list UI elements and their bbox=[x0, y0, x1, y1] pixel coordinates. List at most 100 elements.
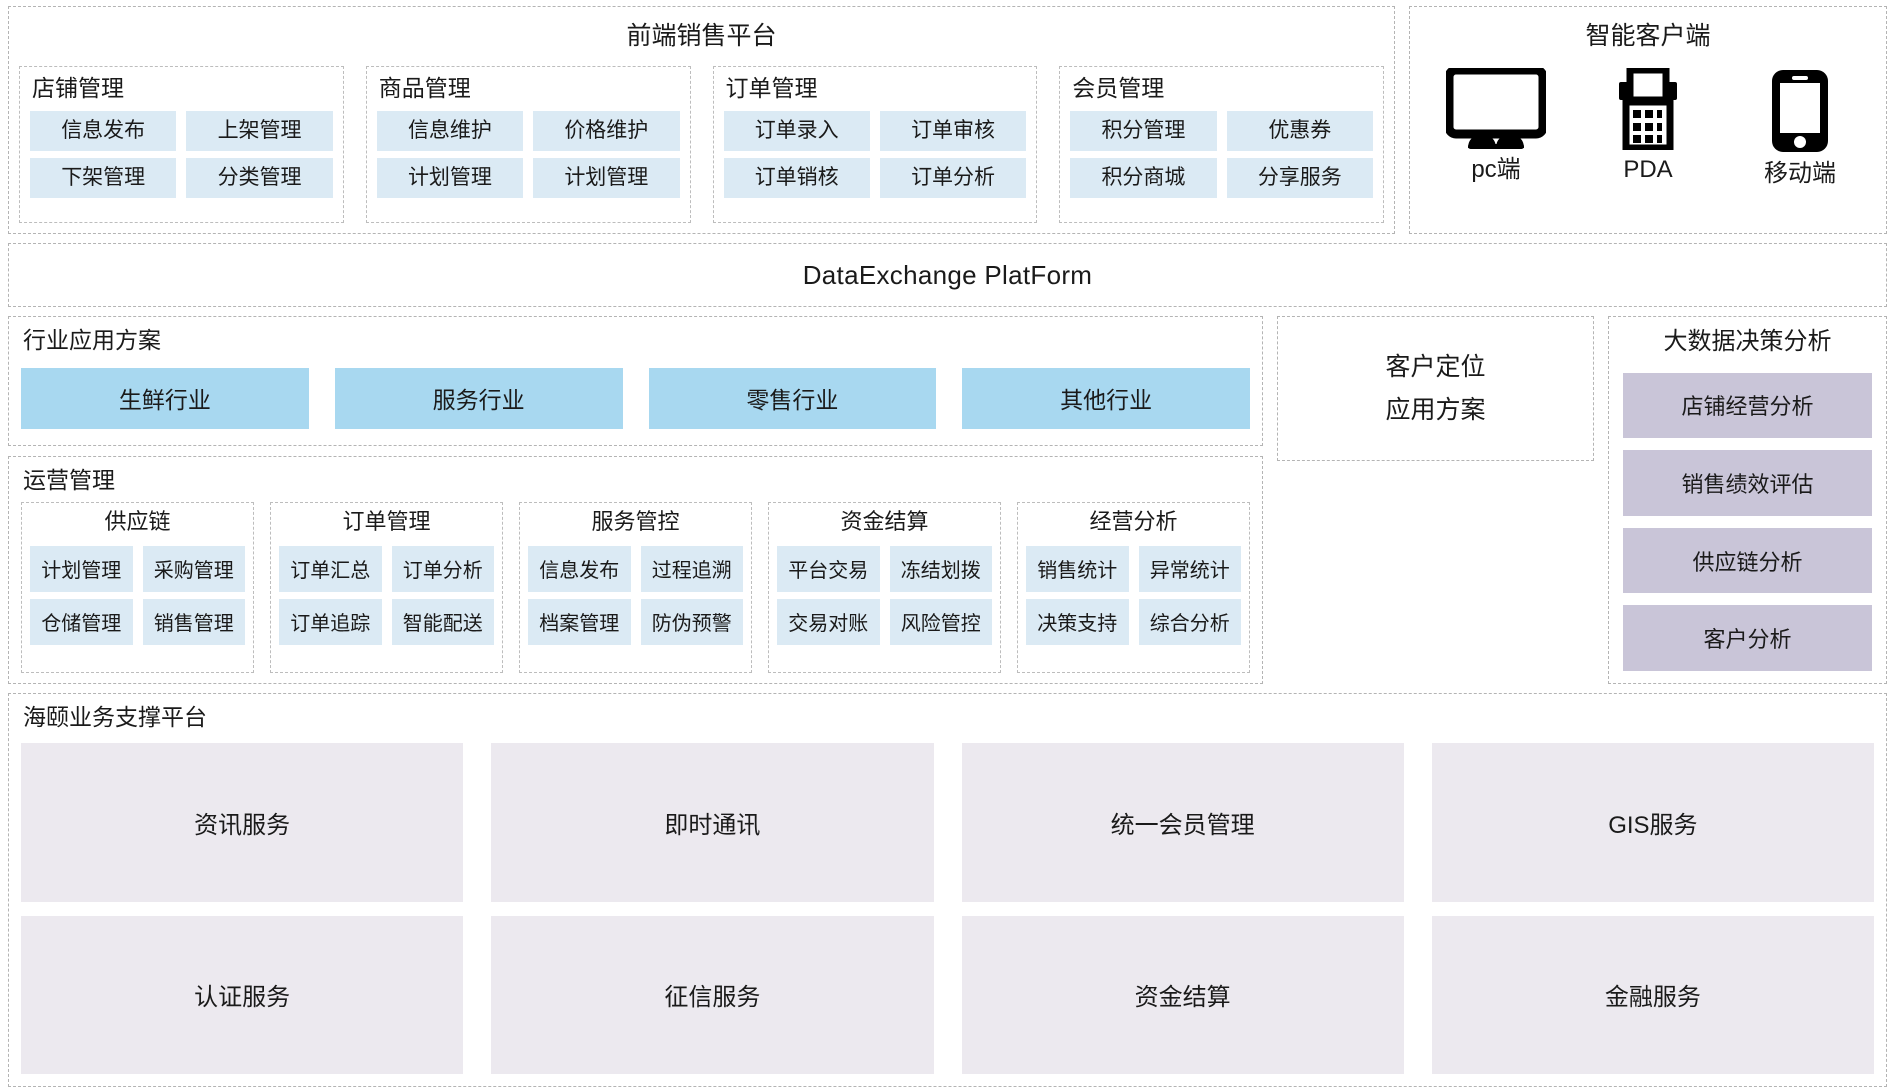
chip-item[interactable]: 销售统计 bbox=[1026, 545, 1129, 592]
chip-row: 订单汇总 订单分析 bbox=[279, 545, 494, 592]
chip-item[interactable]: 智能配送 bbox=[391, 598, 494, 645]
device-pda[interactable]: PDA bbox=[1573, 67, 1723, 182]
desktop-monitor-icon bbox=[1446, 67, 1546, 150]
chip-item[interactable]: 计划管理 bbox=[533, 157, 680, 198]
chip-item[interactable]: 分享服务 bbox=[1226, 157, 1373, 198]
support-service-chip[interactable]: 征信服务 bbox=[491, 915, 934, 1075]
support-service-chip[interactable]: 认证服务 bbox=[21, 915, 464, 1075]
chip-item[interactable]: 积分管理 bbox=[1070, 110, 1217, 151]
chip-item[interactable]: 销售管理 bbox=[142, 598, 245, 645]
support-service-chip[interactable]: 金融服务 bbox=[1431, 915, 1874, 1075]
chip-item[interactable]: 订单分析 bbox=[879, 157, 1027, 198]
pda-device-icon bbox=[1608, 67, 1688, 150]
ops-module-title: 服务管控 bbox=[591, 509, 680, 535]
ops-module-title: 供应链 bbox=[104, 509, 171, 535]
support-service-row: 认证服务 征信服务 资金结算 金融服务 bbox=[21, 915, 1874, 1075]
industry-chip[interactable]: 服务行业 bbox=[334, 368, 623, 430]
chip-row: 计划管理 采购管理 bbox=[30, 545, 245, 592]
chip-row: 信息发布 上架管理 bbox=[30, 110, 333, 151]
chip-item[interactable]: 信息发布 bbox=[528, 545, 631, 592]
support-service-grid: 资讯服务 即时通讯 统一会员管理 GIS服务 认证服务 征信服务 资金结算 金融… bbox=[21, 739, 1874, 1075]
support-service-chip[interactable]: 统一会员管理 bbox=[961, 743, 1404, 902]
industry-solution-panel: 行业应用方案 生鲜行业 服务行业 零售行业 其他行业 bbox=[8, 316, 1263, 446]
chip-row: 销售统计 异常统计 bbox=[1026, 545, 1241, 592]
chip-item[interactable]: 分类管理 bbox=[186, 157, 333, 198]
chip-item[interactable]: 决策支持 bbox=[1026, 598, 1129, 645]
module-order-management[interactable]: 订单管理 订单录入 订单审核 订单销核 订单分析 bbox=[712, 65, 1038, 223]
chip-item[interactable]: 信息维护 bbox=[376, 110, 524, 151]
device-mobile[interactable]: 移动端 bbox=[1725, 68, 1875, 186]
bigdata-chip[interactable]: 客户分析 bbox=[1623, 605, 1872, 672]
chip-item[interactable]: 防伪预警 bbox=[640, 598, 743, 645]
device-label: pc端 bbox=[1471, 155, 1521, 183]
ops-module-service-control[interactable]: 服务管控 信息发布 过程追溯 档案管理 防伪预警 bbox=[519, 502, 752, 673]
chip-item[interactable]: 档案管理 bbox=[528, 598, 631, 645]
chip-item[interactable]: 过程追溯 bbox=[640, 545, 743, 592]
chip-row: 交易对账 风险管控 bbox=[777, 598, 992, 645]
module-title: 店铺管理 bbox=[32, 74, 124, 101]
module-product-management[interactable]: 商品管理 信息维护 价格维护 计划管理 计划管理 bbox=[365, 65, 691, 223]
frontend-platform-title: 前端销售平台 bbox=[626, 22, 777, 50]
chip-item[interactable]: 采购管理 bbox=[142, 545, 245, 592]
chip-row: 仓储管理 销售管理 bbox=[30, 598, 245, 645]
module-title: 会员管理 bbox=[1072, 74, 1165, 101]
chip-row: 信息发布 过程追溯 bbox=[528, 545, 743, 592]
support-service-row: 资讯服务 即时通讯 统一会员管理 GIS服务 bbox=[21, 743, 1874, 902]
industry-chip[interactable]: 生鲜行业 bbox=[21, 368, 309, 430]
chip-item[interactable]: 信息发布 bbox=[30, 110, 177, 151]
chip-item[interactable]: 订单追踪 bbox=[279, 598, 382, 645]
industry-chip[interactable]: 其他行业 bbox=[962, 368, 1250, 430]
chip-row: 档案管理 防伪预警 bbox=[528, 598, 743, 645]
chip-item[interactable]: 计划管理 bbox=[30, 545, 133, 592]
device-pc[interactable]: pc端 bbox=[1421, 67, 1571, 183]
top-row: 前端销售平台 店铺管理 信息发布 上架管理 下架管理 分类管理 商品管理 bbox=[8, 6, 1887, 234]
ops-module-supply-chain[interactable]: 供应链 计划管理 采购管理 仓储管理 销售管理 bbox=[21, 502, 254, 673]
chip-item[interactable]: 下架管理 bbox=[30, 157, 177, 198]
module-store-management[interactable]: 店铺管理 信息发布 上架管理 下架管理 分类管理 bbox=[19, 65, 344, 223]
operations-management-panel: 运营管理 供应链 计划管理 采购管理 仓储管理 销售管理 bbox=[8, 456, 1263, 684]
support-service-chip[interactable]: 资讯服务 bbox=[21, 743, 464, 902]
ops-module-fund-settlement[interactable]: 资金结算 平台交易 冻结划拨 交易对账 风险管控 bbox=[768, 502, 1001, 673]
data-exchange-platform-label: DataExchange PlatForm bbox=[802, 259, 1093, 290]
chip-item[interactable]: 计划管理 bbox=[376, 157, 524, 198]
business-support-platform-panel: 海颐业务支撑平台 资讯服务 即时通讯 统一会员管理 GIS服务 认证服务 征信服… bbox=[8, 693, 1887, 1087]
bigdata-analysis-panel: 大数据决策分析 店铺经营分析 销售绩效评估 供应链分析 客户分析 bbox=[1608, 316, 1887, 684]
smart-client-panel: 智能客户端 pc端 bbox=[1409, 6, 1887, 234]
module-member-management[interactable]: 会员管理 积分管理 优惠券 积分商城 分享服务 bbox=[1059, 65, 1384, 223]
chip-row: 决策支持 综合分析 bbox=[1026, 598, 1241, 645]
bigdata-chip[interactable]: 销售绩效评估 bbox=[1623, 450, 1872, 516]
chip-item[interactable]: 价格维护 bbox=[533, 110, 680, 151]
industry-chip-row: 生鲜行业 服务行业 零售行业 其他行业 bbox=[21, 362, 1250, 435]
data-exchange-platform-band: DataExchange PlatForm bbox=[8, 243, 1887, 307]
chip-item[interactable]: 综合分析 bbox=[1138, 598, 1241, 645]
middle-row: 行业应用方案 生鲜行业 服务行业 零售行业 其他行业 运营管理 供应链 计划管理… bbox=[8, 316, 1887, 684]
industry-solution-title: 行业应用方案 bbox=[23, 327, 161, 353]
chip-item[interactable]: 上架管理 bbox=[186, 110, 333, 151]
chip-item[interactable]: 订单分析 bbox=[391, 545, 494, 592]
chip-item[interactable]: 仓储管理 bbox=[30, 598, 133, 645]
chip-row: 积分商城 分享服务 bbox=[1070, 157, 1373, 198]
industry-chip[interactable]: 零售行业 bbox=[648, 368, 937, 430]
chip-row: 平台交易 冻结划拨 bbox=[777, 545, 992, 592]
support-service-chip[interactable]: 即时通讯 bbox=[491, 743, 934, 902]
chip-item[interactable]: 订单汇总 bbox=[279, 545, 382, 592]
chip-item[interactable]: 冻结划拨 bbox=[889, 545, 992, 592]
bigdata-chip[interactable]: 店铺经营分析 bbox=[1623, 372, 1872, 439]
chip-item[interactable]: 平台交易 bbox=[777, 545, 880, 592]
ops-module-business-analysis[interactable]: 经营分析 销售统计 异常统计 决策支持 综合分析 bbox=[1017, 502, 1250, 673]
customer-positioning-panel: 客户定位 应用方案 bbox=[1277, 316, 1594, 461]
chip-item[interactable]: 订单审核 bbox=[879, 110, 1027, 151]
chip-item[interactable]: 积分商城 bbox=[1070, 157, 1217, 198]
ops-module-order-management[interactable]: 订单管理 订单汇总 订单分析 订单追踪 智能配送 bbox=[270, 502, 503, 673]
bigdata-chip[interactable]: 供应链分析 bbox=[1623, 527, 1872, 594]
support-service-chip[interactable]: 资金结算 bbox=[961, 915, 1404, 1075]
support-service-chip[interactable]: GIS服务 bbox=[1431, 743, 1874, 902]
chip-item[interactable]: 风险管控 bbox=[889, 598, 992, 645]
chip-item[interactable]: 交易对账 bbox=[777, 598, 880, 645]
chip-item[interactable]: 异常统计 bbox=[1138, 545, 1241, 592]
chip-item[interactable]: 优惠券 bbox=[1226, 110, 1373, 151]
chip-item[interactable]: 订单销核 bbox=[723, 157, 870, 198]
chip-item[interactable]: 订单录入 bbox=[723, 110, 870, 151]
chip-row: 积分管理 优惠券 bbox=[1070, 110, 1373, 151]
